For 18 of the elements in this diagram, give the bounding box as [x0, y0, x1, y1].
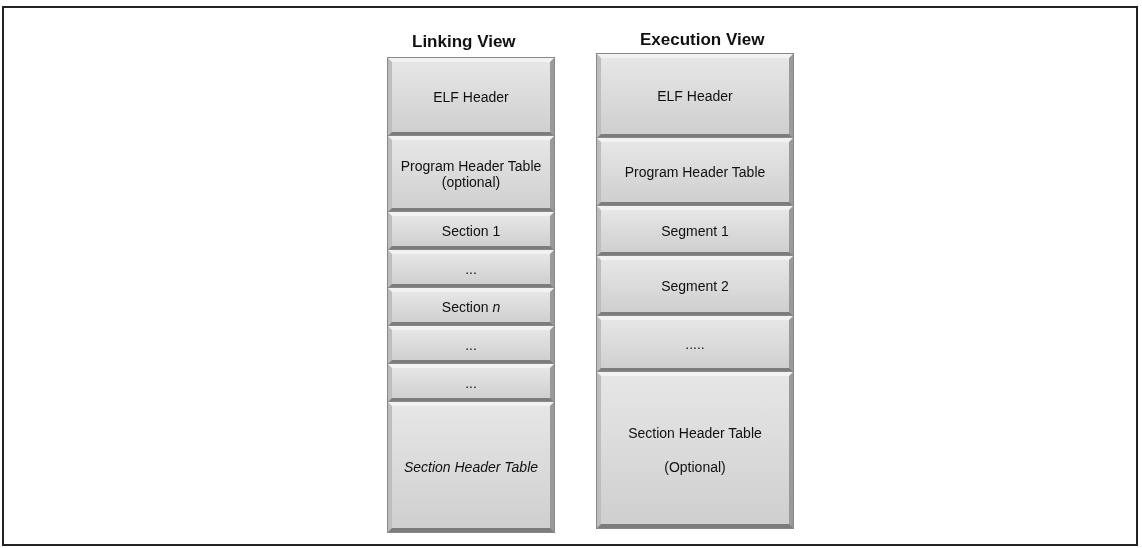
layout-block: Program Header Table (optional)	[388, 136, 554, 212]
layout-block: .....	[597, 316, 793, 372]
layout-block: Section 1	[388, 212, 554, 250]
layout-block: ELF Header	[388, 58, 554, 136]
layout-block: Segment 2	[597, 256, 793, 316]
layout-block: Section n	[388, 288, 554, 326]
column-heading: Execution View	[640, 30, 765, 50]
layout-block: ...	[388, 250, 554, 288]
block-label: (Optional)	[664, 459, 726, 475]
column-heading: Linking View	[412, 32, 516, 52]
layout-block: Section Header Table	[388, 402, 554, 532]
layout-block: ...	[388, 364, 554, 402]
layout-block: ...	[388, 326, 554, 364]
layout-block	[597, 372, 793, 528]
layout-block: Segment 1	[597, 206, 793, 256]
layout-block: Program Header Table	[597, 138, 793, 206]
layout-block: ELF Header	[597, 54, 793, 138]
block-label: Section Header Table	[628, 425, 762, 441]
